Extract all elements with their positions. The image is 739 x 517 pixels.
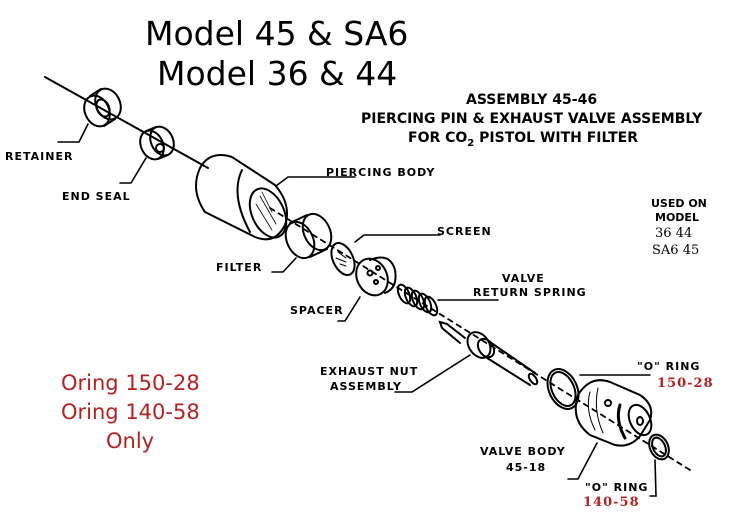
valve-body-leader: [567, 442, 598, 480]
label-end-seal: END SEAL: [62, 190, 131, 203]
used-on-model-label: MODEL: [655, 211, 699, 224]
o-ring-top-part-number: 150-28: [657, 376, 714, 391]
used-on-label: USED ON: [651, 197, 707, 210]
label-exhaust-nut-2: ASSEMBLY: [330, 380, 402, 393]
note-line-3: Only: [106, 429, 155, 453]
used-on-models-row-2: SA6 45: [652, 243, 700, 258]
assembly-header-line-3: FOR CO2 PISTOL WITH FILTER: [408, 130, 638, 149]
header-co2-subscript: 2: [467, 137, 475, 149]
label-filter: FILTER: [216, 261, 263, 274]
label-valve-return-spring-2: RETURN SPRING: [473, 286, 587, 299]
assembly-axis-line: [44, 76, 209, 169]
piercing-body-leader: [275, 176, 356, 187]
header-co-text: FOR CO: [408, 130, 468, 146]
label-o-ring-bottom: "O" RING: [585, 481, 649, 494]
screen-leader: [354, 234, 441, 243]
piercing-body-part: [195, 154, 288, 241]
label-retainer: RETAINER: [5, 150, 74, 163]
assembly-header-line-1: ASSEMBLY 45-46: [466, 92, 598, 108]
end-seal-leader: [119, 157, 147, 184]
retainer-leader: [57, 123, 89, 143]
o-ring-bottom-leader: [649, 459, 657, 497]
title-line-2: Model 36 & 44: [157, 54, 398, 93]
label-spacer: SPACER: [290, 304, 344, 317]
title-line-1: Model 45 & SA6: [145, 14, 409, 53]
assembly-header-line-2: PIERCING PIN & EXHAUST VALVE ASSEMBLY: [361, 111, 703, 127]
used-on-models-row-1: 36 44: [655, 226, 693, 241]
valve-return-spring-part: [396, 283, 439, 317]
o-ring-top-part: [546, 368, 580, 410]
label-exhaust-nut-1: EXHAUST NUT: [320, 365, 419, 378]
filter-leader: [271, 257, 297, 273]
spacer-leader: [337, 296, 361, 322]
label-valve-return-spring-1: VALVE: [502, 272, 545, 285]
valve-body-part: [574, 379, 653, 447]
label-valve-body-1: VALVE BODY: [480, 445, 566, 458]
spacer-part: [355, 256, 397, 297]
end-seal-part: [139, 125, 175, 161]
exhaust-nut-leader: [394, 354, 471, 393]
o-ring-bottom-part: [648, 433, 670, 461]
label-screen: SCREEN: [437, 225, 492, 238]
retainer-part: [83, 87, 122, 128]
label-piercing-body: PIERCING BODY: [326, 166, 436, 179]
exhaust-nut-part: [438, 320, 539, 386]
filter-part: [284, 212, 333, 260]
header-pistol-text: PISTOL WITH FILTER: [474, 130, 638, 146]
note-line-1: Oring 150-28: [61, 371, 200, 395]
label-valve-body-2: 45-18: [506, 461, 547, 474]
note-line-2: Oring 140-58: [61, 400, 200, 424]
screen-part: [330, 242, 356, 276]
label-o-ring-top: "O" RING: [637, 360, 701, 373]
o-ring-bottom-part-number: 140-58: [583, 495, 640, 510]
